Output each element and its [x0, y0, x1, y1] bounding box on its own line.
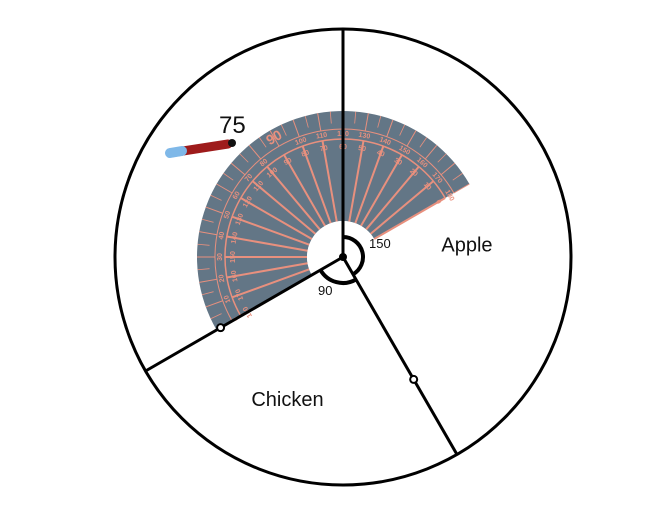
protractor-inner-label: 40 [376, 149, 386, 158]
protractor-inner-label: 150 [230, 251, 237, 263]
protractor-outer-label: 60 [232, 190, 242, 200]
angle-label: 90 [318, 283, 332, 298]
protractor-outer-label: 80 [259, 158, 270, 168]
protractor-ray [231, 268, 310, 299]
protractor-outer-label: 40 [218, 231, 226, 240]
protractor-ray [301, 145, 332, 224]
protractor-outer-label: 20 [218, 274, 226, 283]
protractor-ray [360, 154, 403, 227]
protractor-ray [231, 215, 310, 246]
slice-label: Chicken [251, 389, 323, 411]
protractor-ray [226, 262, 308, 279]
protractor-outer-label: 110 [316, 132, 328, 141]
protractor-ray [226, 235, 308, 252]
protractor-inner-label: 30 [393, 157, 403, 167]
slice-boundary[interactable] [144, 255, 344, 373]
pencil-reading: 75 [219, 112, 246, 139]
protractor-outer-label: 10 [223, 294, 232, 304]
angle-arc-chicken [318, 268, 357, 285]
protractor-inner-label: 20 [408, 168, 419, 178]
protractor-outer-label: 130 [358, 132, 371, 141]
protractor-ray [266, 165, 321, 231]
protractor-inner-label: 120 [242, 195, 254, 209]
protractor-outer-label: 70 [244, 173, 254, 184]
protractor-ray [354, 145, 385, 224]
protractor-inner-label: 0 [434, 199, 442, 206]
protractor-ray [369, 180, 435, 235]
protractor-inner-label: 80 [301, 149, 311, 158]
slice-boundary[interactable] [341, 256, 459, 456]
protractor-outer-label: 50 [223, 210, 232, 220]
drag-handle[interactable] [216, 323, 226, 333]
protractor-outer-label: 140 [378, 136, 391, 147]
protractor-ray [348, 140, 365, 222]
protractor-body [197, 111, 470, 330]
protractor-inner-label: 130 [235, 213, 246, 226]
protractor-ray [373, 197, 446, 240]
slice-label: Apple [441, 234, 492, 256]
protractor-ray [365, 165, 420, 231]
protractor-inner-label: 140 [231, 231, 240, 244]
protractor-ray [321, 140, 338, 222]
protractor-ray [225, 255, 308, 258]
protractor[interactable]: 1800170101602015030140401305012060110701… [143, 57, 472, 335]
protractor-outer-label: 150 [398, 145, 412, 157]
protractor-inner-label: 170 [235, 288, 246, 301]
protractor-ray [240, 197, 313, 240]
protractor-inner-label: 50 [358, 145, 367, 153]
protractor-inner-label: 160 [231, 270, 240, 283]
protractor-ray [251, 180, 317, 235]
protractor-inner-label: 90 [283, 157, 293, 167]
drag-handle[interactable] [409, 374, 419, 384]
angle-arc-apple [342, 235, 365, 277]
protractor-outer-label: 30 [217, 253, 224, 261]
pencil-tool[interactable] [165, 139, 236, 158]
protractor-inner-label: 10 [422, 181, 432, 192]
angle-label: 150 [369, 236, 391, 251]
protractor-inner-label: 70 [320, 145, 329, 153]
protractor-outer-label: 180 [443, 189, 455, 203]
protractor-outer-label: 90 [263, 126, 285, 148]
protractor-ray [283, 154, 326, 227]
center-point [339, 253, 347, 261]
protractor-outer-label: 100 [294, 136, 307, 147]
